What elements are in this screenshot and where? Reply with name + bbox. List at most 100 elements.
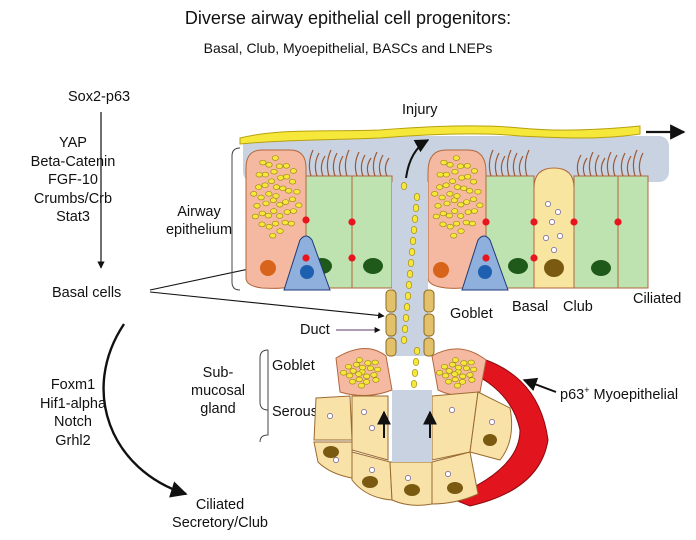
mucin-granule [463, 163, 471, 169]
cilium [600, 157, 606, 177]
label-airway: Airway [177, 204, 221, 220]
cilium [378, 154, 384, 177]
mucin-granule [355, 376, 363, 383]
mucin-granule [451, 371, 459, 377]
serous-granule [361, 409, 367, 415]
mucus-drop [405, 281, 413, 289]
duct-cell [423, 313, 435, 337]
serous-nucleus [362, 476, 378, 488]
mucin-granule [289, 168, 297, 174]
goblet-nucleus [260, 260, 276, 276]
mucin-granule [439, 210, 447, 217]
duct-wall [385, 289, 435, 357]
cilium [518, 155, 524, 177]
goblet-nucleus [433, 262, 449, 278]
mucin-granule [363, 379, 371, 385]
mucin-granule [466, 372, 474, 378]
mucus-drop [410, 380, 418, 388]
cilium [612, 154, 618, 177]
serous-granule [369, 467, 375, 473]
label-basal-cells: Basal cells [52, 285, 122, 301]
mucin-granule [445, 212, 453, 219]
mucin-granule [459, 379, 467, 385]
bracket-submucosal-gland [259, 350, 269, 443]
mucus-drop [404, 292, 412, 300]
cilium [620, 152, 626, 177]
gland-lumen [392, 390, 432, 462]
mucin-granule [436, 184, 444, 190]
cilium [638, 152, 644, 177]
factor-item: Notch [54, 414, 92, 430]
basal-cell-right [461, 235, 509, 291]
duct-cell [385, 289, 397, 313]
mucin-granule [275, 163, 283, 169]
mucin-granule [463, 199, 471, 205]
cilium [308, 149, 314, 177]
serous-granule [369, 425, 375, 431]
arrow-curved-differentiation [102, 323, 188, 498]
mucin-granule [281, 219, 289, 226]
mucin-granule [270, 208, 278, 214]
mucin-granule [474, 189, 482, 195]
club-granule [545, 201, 551, 207]
mucin-granule [357, 382, 365, 389]
mucin-granule [363, 373, 371, 379]
mucin-granule [352, 361, 360, 368]
mucin-granule [265, 223, 273, 230]
mucin-granule [371, 359, 379, 366]
mucin-granule [451, 169, 459, 175]
serous-cell [313, 395, 353, 441]
duct-cell [385, 337, 397, 357]
ciliated-nucleus [508, 258, 528, 274]
mucin-granule [261, 171, 269, 178]
mucin-granule [453, 220, 461, 227]
factor-item: YAP [59, 135, 87, 151]
junction-dot [530, 218, 538, 226]
cilium [360, 154, 366, 177]
club-granule [555, 209, 561, 215]
mucin-granule [270, 169, 278, 175]
mucin-granule [355, 371, 363, 377]
club-granule [557, 233, 563, 239]
factor-item: Beta-Catenin [30, 153, 116, 170]
label-sox2-p63: Sox2-p63 [68, 89, 131, 105]
factor-item: Hif1-alpha [39, 395, 107, 412]
cilium [354, 151, 360, 177]
cilium [372, 151, 378, 177]
junction-dot [482, 218, 490, 226]
cilium [576, 154, 582, 177]
mucin-granule [276, 201, 284, 208]
mucin-granule [288, 196, 296, 202]
myoepithelial-cell [448, 359, 549, 507]
mucin-granule [261, 182, 269, 188]
serous-cell [389, 461, 433, 506]
tight-junctions [302, 216, 622, 262]
mucin-granule [282, 163, 290, 169]
figure-title: Diverse airway epithelial cell progenito… [184, 8, 512, 28]
mucin-granule [268, 178, 276, 184]
mucin-granule [257, 194, 265, 201]
junction-dot [482, 254, 490, 262]
label-basal: Basal [512, 299, 549, 315]
ciliated-nucleus [363, 258, 383, 274]
mucin-granule [446, 191, 454, 197]
mucin-granule [441, 363, 449, 370]
mucin-granule [446, 162, 454, 168]
mucin-granule [258, 221, 266, 228]
mucin-granule [460, 360, 468, 366]
mucin-granule [455, 364, 463, 371]
mucin-granule [289, 208, 297, 214]
mucus-drop [407, 259, 415, 267]
mucin-granule [457, 228, 465, 234]
factor-item: Foxm1 [50, 377, 96, 393]
label-duct: Duct [300, 322, 330, 338]
factor-item: Crumbs/Crb [33, 190, 113, 207]
junction-dot [570, 218, 578, 226]
mucin-granule [285, 188, 293, 194]
junction-dot [348, 254, 356, 262]
mucus-drop [408, 248, 416, 256]
mucin-granule [470, 168, 478, 174]
factor-item: FGF-10 [48, 172, 98, 188]
mucin-granule [431, 191, 439, 197]
figure-subtitle: Basal, Club, Myoepithelial, BASCs and LN… [203, 40, 493, 56]
